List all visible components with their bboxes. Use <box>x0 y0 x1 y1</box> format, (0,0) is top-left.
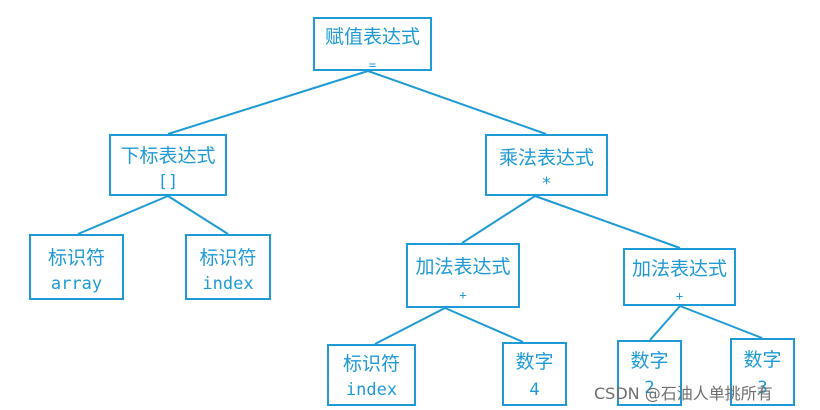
edge-assign-subscript <box>167 70 369 135</box>
node-identifier-index-2: 标识符 index <box>327 344 416 406</box>
edge-subscript-index <box>167 195 229 235</box>
node-value: index <box>345 380 398 400</box>
node-label: 标识符 <box>47 247 105 269</box>
node-label: 标识符 <box>342 353 400 375</box>
csdn-watermark: CSDN @石油人单挑所有 <box>594 384 773 403</box>
node-multiplication-expression: 乘法表达式 * <box>485 134 608 196</box>
node-addition-expression-left: 加法表达式 + <box>406 243 520 308</box>
edge-multiply-add-left <box>461 195 536 244</box>
edge-subscript-array <box>77 195 169 235</box>
node-addition-expression-right: 加法表达式 + <box>623 248 736 306</box>
edge-add-left-index <box>374 307 446 345</box>
node-operator: = <box>368 58 377 72</box>
node-identifier-array: 标识符 array <box>29 234 124 300</box>
node-value: 3 <box>757 378 768 398</box>
node-operator: [] <box>157 172 179 192</box>
edge-add-left-4 <box>444 307 524 343</box>
node-label: 下标表达式 <box>120 145 216 167</box>
node-subscript-expression: 下标表达式 [] <box>109 134 227 196</box>
edge-add-right-num-b <box>679 305 763 339</box>
edge-multiply-add-right <box>534 195 681 249</box>
node-label: 数字 <box>743 349 782 371</box>
node-label: 数字 <box>630 350 669 372</box>
node-identifier-index: 标识符 index <box>185 234 271 300</box>
node-label: 加法表达式 <box>415 256 511 278</box>
node-number-4: 数字 4 <box>502 342 567 406</box>
node-number-a: 数字 2 <box>617 340 682 406</box>
edge-assign-multiply <box>367 70 547 135</box>
node-operator: + <box>675 289 684 303</box>
node-value: 4 <box>529 380 540 400</box>
node-value: 2 <box>644 378 655 398</box>
node-number-b: 数字 3 <box>730 338 795 406</box>
node-operator: * <box>541 174 552 194</box>
node-assignment-expression: 赋值表达式 = <box>313 17 432 72</box>
node-label: 数字 <box>515 351 554 373</box>
edge-add-right-num-a <box>649 305 681 341</box>
node-operator: + <box>459 288 467 302</box>
node-label: 加法表达式 <box>631 258 727 280</box>
node-label: 赋值表达式 <box>324 26 420 48</box>
node-value: array <box>50 274 103 294</box>
node-label: 乘法表达式 <box>498 147 594 169</box>
node-label: 标识符 <box>199 247 257 269</box>
node-value: index <box>202 274 254 294</box>
